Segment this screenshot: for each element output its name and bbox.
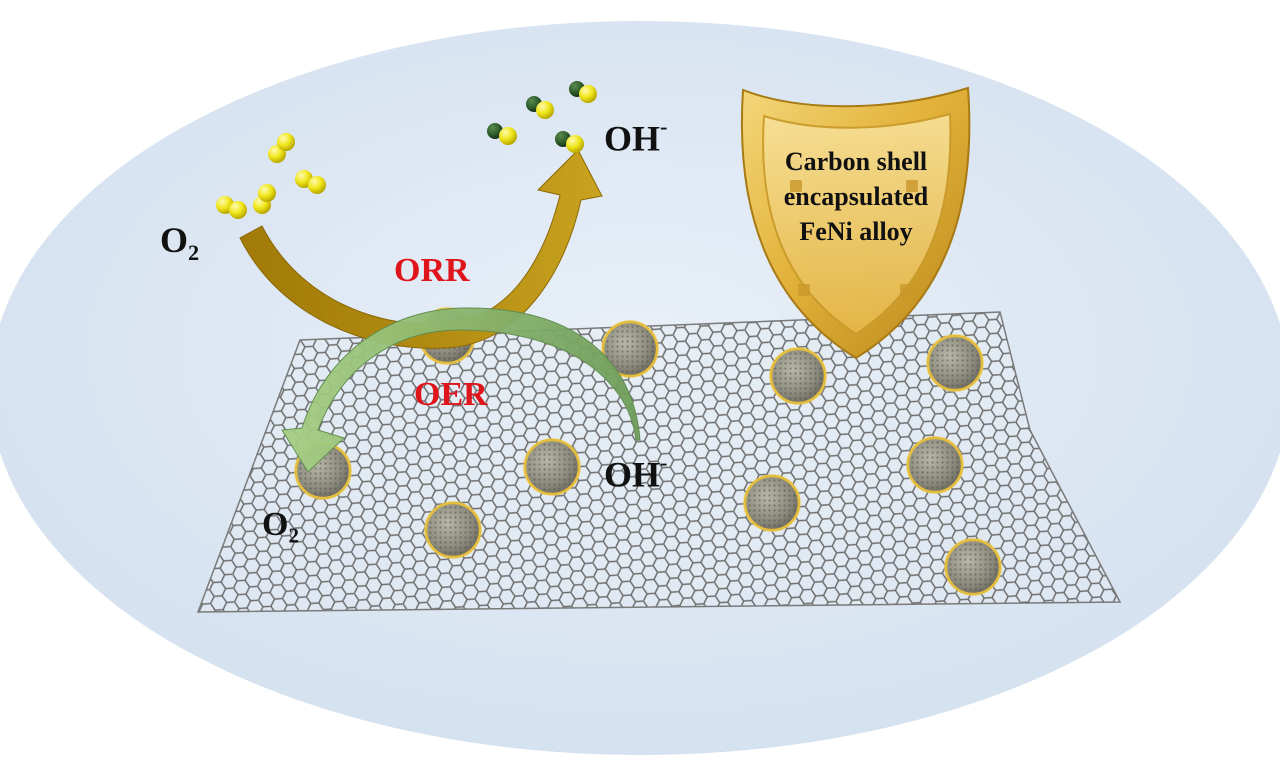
oh-label-bottom-base: OH [604,454,661,495]
o2-label-bottom-subscript: 2 [288,523,299,548]
o2-label-top: O2 [160,222,199,264]
oer-arrow-icon [281,307,641,473]
feni-nanoparticle-icon [422,499,484,561]
feni-nanoparticle-icon [924,332,986,394]
shield-caption: Carbon shell encapsulated FeNi alloy [750,144,962,249]
shield-caption-line: Carbon shell [784,147,928,176]
feni-nanoparticle-icon [904,434,966,496]
oh-molecule-icon [555,131,584,153]
feni-nanoparticle-icon [942,536,1004,598]
feni-nanoparticle-icon [741,472,803,534]
feni-nanoparticle-icon [767,345,829,407]
o2-label-bottom-base: O [262,506,289,543]
oh-label-bottom: OH- [604,450,668,495]
orr-arrow-icon [239,149,603,349]
shield-caption-line: FeNi alloy [799,217,913,246]
oh-label-top-superscript: - [660,114,668,139]
o2-molecule-icon [295,170,326,194]
shield-caption-line: encapsulated [783,182,929,211]
o2-molecule-icon [216,196,247,219]
oh-label-bottom-superscript: - [660,450,668,475]
o2-molecule-icon [253,184,276,214]
oh-label-top-base: OH [604,118,661,159]
o2-label-bottom: O2 [262,508,299,546]
o2-label-top-subscript: 2 [188,239,200,265]
oh-label-top: OH- [604,114,668,159]
oh-molecule-icon [569,81,597,103]
feni-nanoparticle-icon [521,436,583,498]
o2-label-top-base: O [160,220,189,260]
oer-label: OER [414,376,488,413]
oh-molecule-icon [526,96,554,119]
oh-molecules [487,81,597,153]
orr-label: ORR [394,252,470,289]
shield-icon [740,86,971,360]
o2-molecules [216,133,326,219]
oh-molecule-icon [487,123,517,145]
o2-molecule-icon [268,133,295,163]
